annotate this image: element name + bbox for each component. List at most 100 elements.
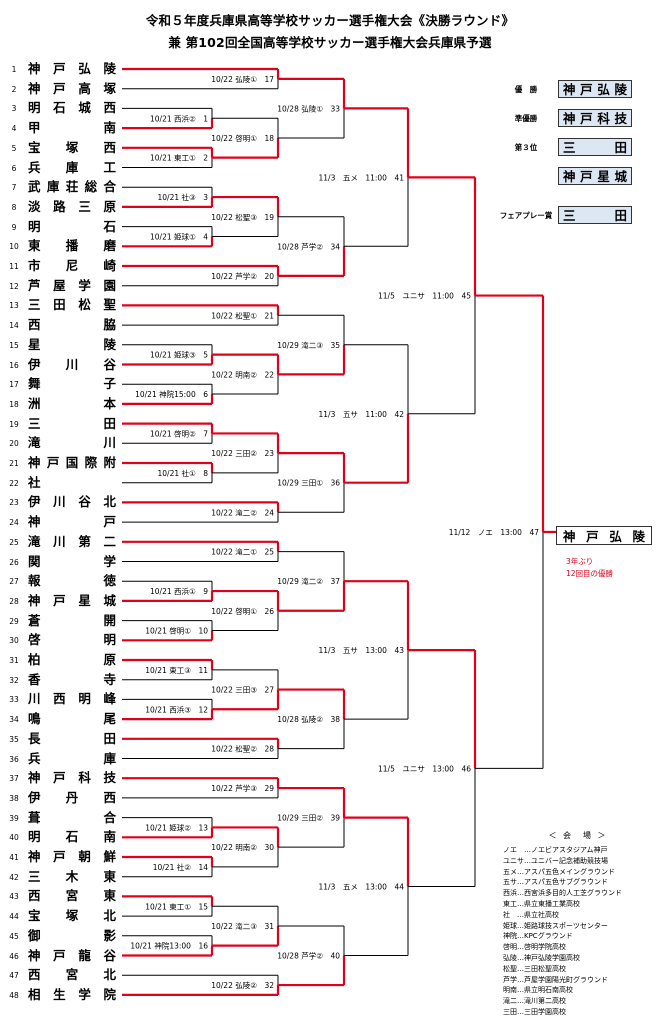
team-name: 滝川第二 (28, 533, 116, 549)
team-number: 36 (9, 754, 19, 764)
match-label: 11/3 五メ 13:00 44 (319, 883, 405, 892)
team-name: 長田 (28, 730, 116, 746)
team-name: 三田松聖 (28, 297, 116, 313)
match-label: 10/22 啓明① 26 (211, 606, 274, 616)
team-name: 星陵 (28, 336, 116, 352)
team-number: 48 (9, 990, 19, 1000)
match-label: 10/21 姫球② 13 (145, 822, 208, 832)
team-name: 相生学院 (28, 986, 116, 1002)
venue-line: 三田…三田学園高校 (503, 1007, 566, 1016)
team-number: 43 (9, 892, 19, 902)
team-number: 33 (9, 695, 19, 705)
result-team: 三田 (558, 206, 632, 224)
team-number: 8 (11, 202, 17, 212)
venue-line: 神院…KPCグラウンド (503, 932, 573, 941)
match-label: 10/22 芦学③ 29 (211, 783, 274, 793)
result-label: 優 勝 (514, 85, 538, 94)
team-row: 7 武庫荘総合 (0, 180, 130, 194)
team-name: 洲本 (28, 395, 116, 411)
team-name: 川西明峰 (28, 691, 116, 707)
result-third-2: 神戸星城 (496, 167, 656, 187)
match-label: 11/5 ユニサ 13:00 46 (378, 764, 471, 773)
team-name: 西宮北 (28, 967, 116, 983)
match-label: 10/21 東工③ 11 (145, 665, 208, 675)
team-name: 西宮東 (28, 888, 116, 904)
venue-line: 五サ…アスパ五色サブグラウンド (503, 878, 608, 887)
team-row: 39 葺合 (0, 809, 130, 825)
team-number: 27 (9, 577, 19, 587)
team-number: 6 (11, 163, 17, 173)
team-number: 21 (9, 459, 19, 468)
champion-box: 神戸弘陵 (556, 526, 652, 545)
match-label: 11/12 ノエ 13:00 47 (449, 528, 539, 537)
match-label: 10/22 松聖② 28 (211, 744, 274, 754)
team-number: 45 (9, 931, 19, 941)
result-label: 準優勝 (514, 114, 538, 123)
team-number: 29 (9, 616, 19, 626)
match-label: 10/22 滝二③ 31 (211, 921, 274, 931)
match-label: 10/21 社③ 3 (158, 192, 209, 202)
result-label: 第３位 (514, 143, 538, 152)
result-team: 神戸科技 (558, 109, 632, 127)
team-name: 武庫荘総合 (28, 179, 116, 195)
team-number: 19 (9, 419, 19, 429)
team-name: 三田 (28, 415, 116, 431)
champion-note-2: 12回目の優勝 (566, 569, 614, 578)
match-label: 10/21 東工① 2 (150, 153, 208, 163)
venue-line: 東工…県立東播工業高校 (503, 899, 580, 908)
match-label: 10/22 三田② 23 (211, 449, 274, 458)
team-number: 14 (9, 321, 19, 331)
result-runner-up: 準優勝 神戸科技 (496, 109, 656, 129)
team-number: 39 (9, 813, 19, 823)
team-name: 市尼崎 (28, 258, 116, 273)
page-title: 令和５年度兵庫県高等学校サッカー選手権大会《決勝ラウンド》 (145, 13, 515, 28)
match-label: 11/3 五サ 13:00 43 (319, 646, 405, 655)
team-number: 5 (11, 143, 17, 153)
team-number: 20 (9, 439, 19, 449)
team-number: 11 (9, 262, 19, 271)
match-label: 10/22 弘陵① 17 (211, 75, 274, 84)
team-number: 24 (9, 518, 19, 528)
team-name: 葺合 (28, 809, 116, 825)
team-name: 明石南 (28, 829, 116, 845)
team-number: 31 (9, 656, 19, 665)
team-name: 神戸 (28, 514, 116, 530)
team-name: 鳴尾 (28, 711, 116, 727)
team-name: 社 (28, 474, 41, 490)
venue-line: 松聖…三田松聖高校 (503, 964, 566, 973)
team-number: 32 (9, 675, 19, 685)
champion-note: 3年ぶり (566, 557, 594, 566)
team-name: 伊川谷北 (28, 494, 116, 510)
match-label: 10/22 滝二① 25 (211, 547, 274, 557)
match-label: 10/28 芦学② 40 (277, 951, 340, 961)
team-name: 伊丹西 (28, 789, 116, 805)
team-number: 7 (11, 183, 17, 193)
result-third: 第３位 三田 (496, 138, 656, 158)
venue-line: 滝二…滝川第二高校 (503, 997, 566, 1006)
team-number: 26 (9, 557, 19, 567)
match-label: 10/21 神院15:00 6 (135, 389, 208, 399)
team-number: 2 (11, 84, 17, 94)
match-label: 10/22 松聖① 21 (211, 310, 274, 320)
team-number: 44 (9, 912, 19, 922)
match-label: 11/3 五メ 11:00 41 (319, 173, 405, 182)
match-label: 10/21 啓明② 7 (150, 428, 208, 438)
team-number: 42 (9, 872, 19, 882)
match-label: 10/22 芦学② 20 (211, 271, 274, 281)
